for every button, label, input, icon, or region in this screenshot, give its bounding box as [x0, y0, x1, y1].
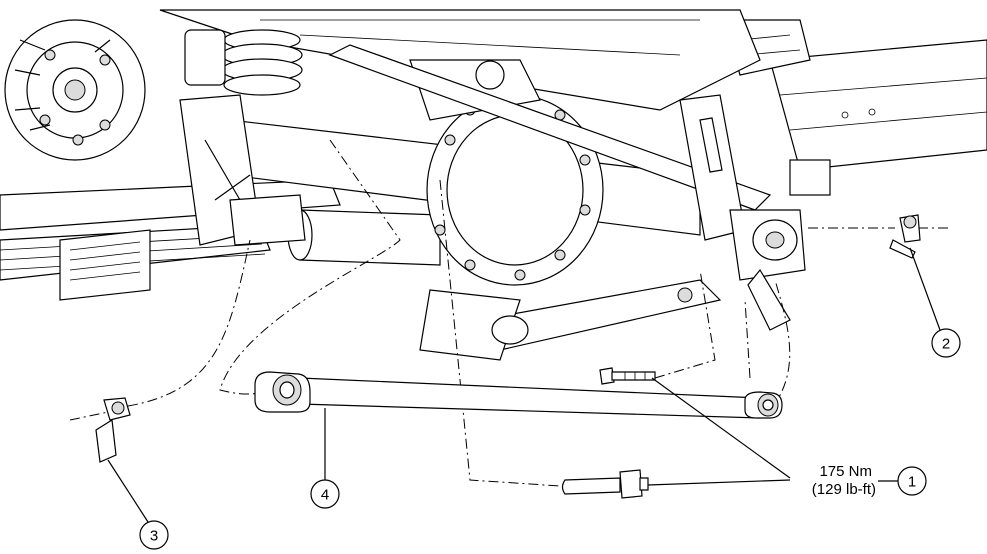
callout-1-number: 1 [908, 474, 916, 491]
bolt-lower [561, 469, 649, 499]
right-flag-nut [889, 214, 921, 259]
left-flag-nut [95, 397, 131, 463]
rear-axle-assembly-drawing [0, 9, 987, 361]
torque-metric: 175 Nm [819, 463, 872, 480]
torque-imperial: (129 lb-ft) [812, 481, 876, 498]
callout-4-number: 4 [321, 487, 329, 504]
bolt-upper [599, 367, 656, 385]
torque-spec-label: 175 Nm (129 lb-ft) [812, 463, 876, 498]
callout-2-number: 2 [942, 336, 950, 353]
wheel-hub [4, 19, 146, 161]
assembly-guide-lines [69, 139, 950, 487]
callout-3: 3 [139, 520, 169, 550]
callout-3-number: 3 [150, 528, 158, 545]
coil-spring [184, 29, 303, 96]
callout-1: 1 [897, 466, 927, 496]
callout-2: 2 [931, 328, 961, 358]
lower-link-bar [254, 371, 783, 419]
callout-4: 4 [310, 479, 340, 509]
leader-lines [107, 247, 941, 523]
